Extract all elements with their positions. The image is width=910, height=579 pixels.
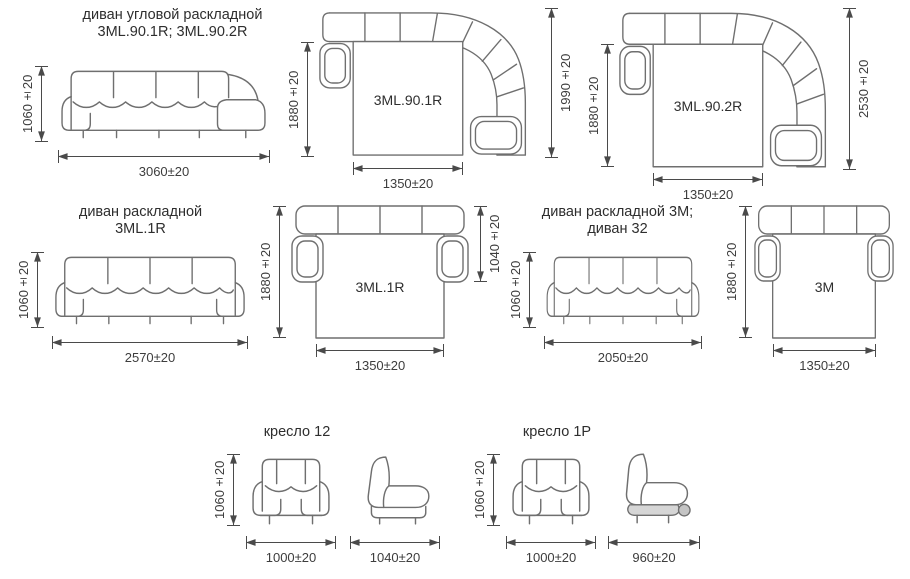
dim-3ml1r-front-width: 2570±20: [51, 336, 248, 365]
sofa-3ml1r-top-model-label: 3ML.1R: [355, 279, 405, 295]
dim-3m-top-depth: 1880±20: [724, 205, 752, 338]
chair-1r-title: кресло 1Р: [522, 424, 592, 440]
dim-label: 1350±20: [682, 187, 734, 202]
dim-label: 1000±20: [265, 550, 317, 565]
dim-corner-top-r2-depth: 1880±20: [586, 43, 614, 167]
corner-sofa-top-r2-model-label: 3ML.90.2R: [673, 98, 743, 114]
dim-label: 3060±20: [138, 164, 190, 179]
dim-label: 1040±20: [369, 550, 421, 565]
dim-chair12-height: 1060±20: [212, 453, 240, 526]
dim-label: 1880±20: [258, 242, 273, 302]
dim-label: 1880±20: [286, 70, 301, 129]
dim-3ml1r-top-width: 1350±20: [315, 344, 444, 373]
chair-1r-recliner-side-drawing: [612, 450, 700, 528]
dim-3m-front-height: 1060±20: [508, 251, 536, 328]
dim-label: 1060±20: [16, 260, 31, 320]
dim-3ml1r-front-height: 1060±20: [16, 251, 44, 328]
dim-label: 1040±20: [487, 214, 502, 274]
dim-corner-top-r1-width: 1350±20: [352, 162, 463, 191]
sofa-3m-top-model-label: 3М: [814, 279, 835, 295]
dim-chair1r-side-depth: 960±20: [607, 536, 700, 565]
corner-sofa-title-line2: 3ML.90.1R; 3ML.90.2R: [97, 24, 248, 40]
dim-label: 1000±20: [525, 550, 577, 565]
dim-corner-top-r2-width: 1350±20: [652, 173, 763, 202]
dim-label: 960±20: [632, 550, 676, 565]
dim-label: 1990±20: [558, 53, 573, 113]
dim-label: 1350±20: [354, 358, 406, 373]
dim-label: 1060±20: [472, 460, 487, 520]
dim-corner-top-r1-total-length: 1990±20: [545, 7, 573, 158]
sofa-3m-top-view-drawing: [754, 202, 894, 342]
dim-3ml1r-top-folded-depth: 1040±20: [474, 205, 502, 282]
sofa-3ml1r-front-drawing: [52, 250, 248, 330]
dim-label: 1060±20: [20, 74, 35, 134]
corner-sofa-top-view-r2-drawing: [616, 8, 841, 170]
sofa-3ml1r-title-line1: диван раскладной: [78, 204, 203, 220]
corner-sofa-top-r1-model-label: 3ML.90.1R: [373, 92, 443, 108]
dim-label: 2050±20: [597, 350, 649, 365]
corner-sofa-title-line1: диван угловой раскладной: [82, 7, 263, 23]
dim-label: 1880±20: [586, 76, 601, 135]
dim-3ml1r-top-depth: 1880±20: [258, 205, 286, 338]
dim-corner-front-height: 1060±20: [20, 65, 48, 142]
dim-label: 1060±20: [508, 260, 523, 320]
dim-label: 1350±20: [799, 358, 850, 373]
dim-label: 2530±20: [856, 59, 871, 119]
dim-corner-top-r1-depth: 1880±20: [286, 41, 314, 157]
dim-label: 2570±20: [124, 350, 176, 365]
dim-3m-top-width: 1350±20: [772, 344, 876, 373]
chair-12-title: кресло 12: [263, 424, 331, 440]
dim-label: 1880±20: [724, 242, 739, 302]
sofa-3m-front-drawing: [544, 250, 702, 330]
sofa-3ml1r-title-line2: 3ML.1R: [115, 221, 166, 237]
chair-12-side-drawing: [354, 452, 436, 528]
dim-label: 1350±20: [382, 176, 434, 191]
corner-sofa-top-view-r1-drawing: [316, 8, 541, 158]
chair-12-front-drawing: [250, 452, 332, 528]
sofa-3m-title-line1: диван раскладной 3М;: [541, 204, 694, 220]
dim-chair1r-front-width: 1000±20: [505, 536, 596, 565]
sofa-3m-title-line2: диван 32: [587, 221, 648, 237]
dim-label: 1060±20: [212, 460, 227, 520]
dim-chair1r-height: 1060±20: [472, 453, 500, 526]
dim-chair12-side-depth: 1040±20: [349, 536, 440, 565]
corner-sofa-front-drawing: [58, 64, 270, 144]
chair-1r-front-drawing: [510, 452, 592, 528]
dim-corner-front-width: 3060±20: [57, 150, 270, 179]
dim-corner-top-r2-total-length: 2530±20: [843, 7, 871, 170]
sofa-3ml1r-top-view-drawing: [290, 202, 470, 342]
dim-3m-front-width: 2050±20: [543, 336, 702, 365]
dim-chair12-front-width: 1000±20: [245, 536, 336, 565]
